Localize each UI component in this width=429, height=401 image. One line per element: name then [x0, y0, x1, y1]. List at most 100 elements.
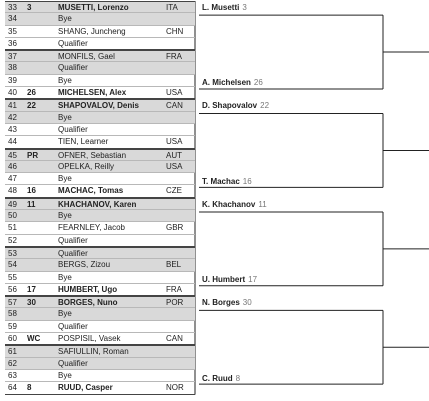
player-name[interactable]: Bye [58, 309, 72, 319]
country-code: NOR [166, 383, 184, 393]
player-name[interactable]: Qualifier [58, 248, 88, 258]
draw-entry-row-56: 56 17 HUMBERT, Ugo FRA [5, 284, 195, 297]
player-name[interactable]: BORGES, Nuno [58, 298, 118, 308]
player-name[interactable]: Qualifier [58, 321, 88, 331]
draw-entry-row-53: 53 Qualifier [5, 246, 195, 260]
country-code: CAN [166, 334, 183, 344]
draw-entry-row-54: 54 BERGS, Zizou BEL [5, 259, 195, 272]
player-name[interactable]: Bye [58, 14, 72, 24]
player-name[interactable]: BERGS, Zizou [58, 260, 111, 270]
draw-entry-row-48: 48 16 MACHAC, Tomas CZE [5, 185, 195, 198]
draw-entry-row-63: 63 Bye [5, 370, 195, 383]
seed-or-status: 22 [27, 101, 36, 111]
draw-entry-row-50: 50 Bye [5, 210, 195, 223]
draw-position: 39 [8, 75, 17, 85]
winner-seed: 16 [242, 176, 252, 186]
draw-entry-row-49: 49 11 KHACHANOV, Karen [5, 197, 195, 211]
player-name[interactable]: Bye [58, 174, 72, 184]
winner-seed: 26 [253, 78, 263, 88]
draw-position: 40 [8, 88, 17, 98]
draw-entry-row-38: 38 Qualifier [5, 62, 195, 75]
country-code: USA [166, 161, 183, 171]
player-name[interactable]: Qualifier [58, 38, 88, 48]
draw-entry-row-55: 55 Bye [5, 272, 195, 284]
winner-name: A. Michelsen [202, 78, 251, 88]
draw-entry-row-61: 61 SAFIULLIN, Roman [5, 345, 195, 358]
player-name[interactable]: OPELKA, Reilly [58, 161, 115, 171]
draw-entry-row-37: 37 MONFILS, Gael FRA [5, 50, 195, 63]
player-name[interactable]: Qualifier [58, 235, 88, 245]
country-code: CAN [166, 101, 183, 111]
draw-position: 63 [8, 370, 17, 380]
player-name[interactable]: Qualifier [58, 358, 88, 368]
player-name[interactable]: MICHELSEN, Alex [58, 88, 127, 98]
seed-or-status: WC [27, 334, 41, 344]
winner-name: K. Khachanov [202, 199, 256, 209]
player-name[interactable]: TIEN, Learner [58, 137, 109, 147]
seed-or-status: 11 [27, 199, 36, 209]
draw-position: 44 [8, 137, 17, 147]
player-name[interactable]: POSPISIL, Vasek [58, 334, 121, 344]
player-name[interactable]: MUSETTI, Lorenzo [58, 3, 129, 12]
draw-position: 45 [8, 150, 17, 160]
draw-position: 33 [8, 3, 17, 12]
country-code: CZE [166, 186, 182, 196]
draw-position: 34 [8, 14, 17, 24]
player-name[interactable]: Bye [58, 112, 72, 122]
player-name[interactable]: SHAPOVALOV, Denis [58, 101, 139, 111]
country-code: ITA [166, 3, 178, 12]
draw-position: 51 [8, 223, 17, 233]
player-name[interactable]: OFNER, Sebastian [58, 150, 127, 160]
draw-entry-row-64: 64 8 RUUD, Casper NOR [5, 382, 195, 395]
player-name[interactable]: Bye [58, 272, 72, 282]
player-name[interactable]: Qualifier [58, 63, 88, 73]
draw-entry-row-41: 41 22 SHAPOVALOV, Denis CAN [5, 99, 195, 112]
winner-seed: 3 [242, 3, 247, 12]
draw-entry-row-51: 51 FEARNLEY, Jacob GBR [5, 222, 195, 235]
seed-or-status: PR [27, 150, 39, 160]
player-name[interactable]: HUMBERT, Ugo [58, 284, 118, 294]
player-name[interactable]: RUUD, Casper [58, 383, 113, 393]
draw-position: 37 [8, 52, 17, 62]
winner-seed: 30 [242, 298, 252, 308]
draw-position: 52 [8, 235, 17, 245]
seed-or-status: 17 [27, 284, 36, 294]
draw-entry-row-36: 36 Qualifier [5, 38, 195, 51]
country-code: GBR [166, 223, 184, 233]
draw-entry-row-46: 46 OPELKA, Reilly USA [5, 160, 195, 174]
draw-position: 48 [8, 186, 17, 196]
winner-name: L. Musetti [202, 3, 240, 12]
player-name[interactable]: Bye [58, 211, 72, 221]
draw-position: 38 [8, 63, 17, 73]
draw-position: 47 [8, 174, 17, 184]
player-name[interactable]: FEARNLEY, Jacob [58, 223, 125, 233]
player-name[interactable]: Qualifier [58, 124, 88, 134]
player-name[interactable]: MACHAC, Tomas [58, 186, 124, 196]
winner-seed: 8 [235, 373, 241, 383]
player-name[interactable]: Bye [58, 75, 72, 85]
player-name[interactable]: KHACHANOV, Karen [58, 199, 137, 209]
draw-entry-row-59: 59 Qualifier [5, 321, 195, 334]
country-code: POR [166, 298, 184, 308]
player-name[interactable]: Bye [58, 370, 72, 380]
draw-position: 49 [8, 199, 17, 209]
draw-position: 50 [8, 211, 17, 221]
seed-or-status: 3 [27, 3, 32, 12]
winner-name: U. Humbert [202, 275, 246, 285]
winner-name: T. Machac [202, 176, 240, 186]
player-name[interactable]: SAFIULLIN, Roman [58, 347, 129, 357]
player-name[interactable]: SHANG, Juncheng [58, 26, 126, 36]
seed-or-status: 8 [27, 383, 32, 393]
player-name[interactable]: MONFILS, Gael [58, 52, 115, 62]
draw-entry-row-33: 33 3 MUSETTI, Lorenzo ITA [5, 1, 195, 14]
country-code: CHN [166, 26, 184, 36]
